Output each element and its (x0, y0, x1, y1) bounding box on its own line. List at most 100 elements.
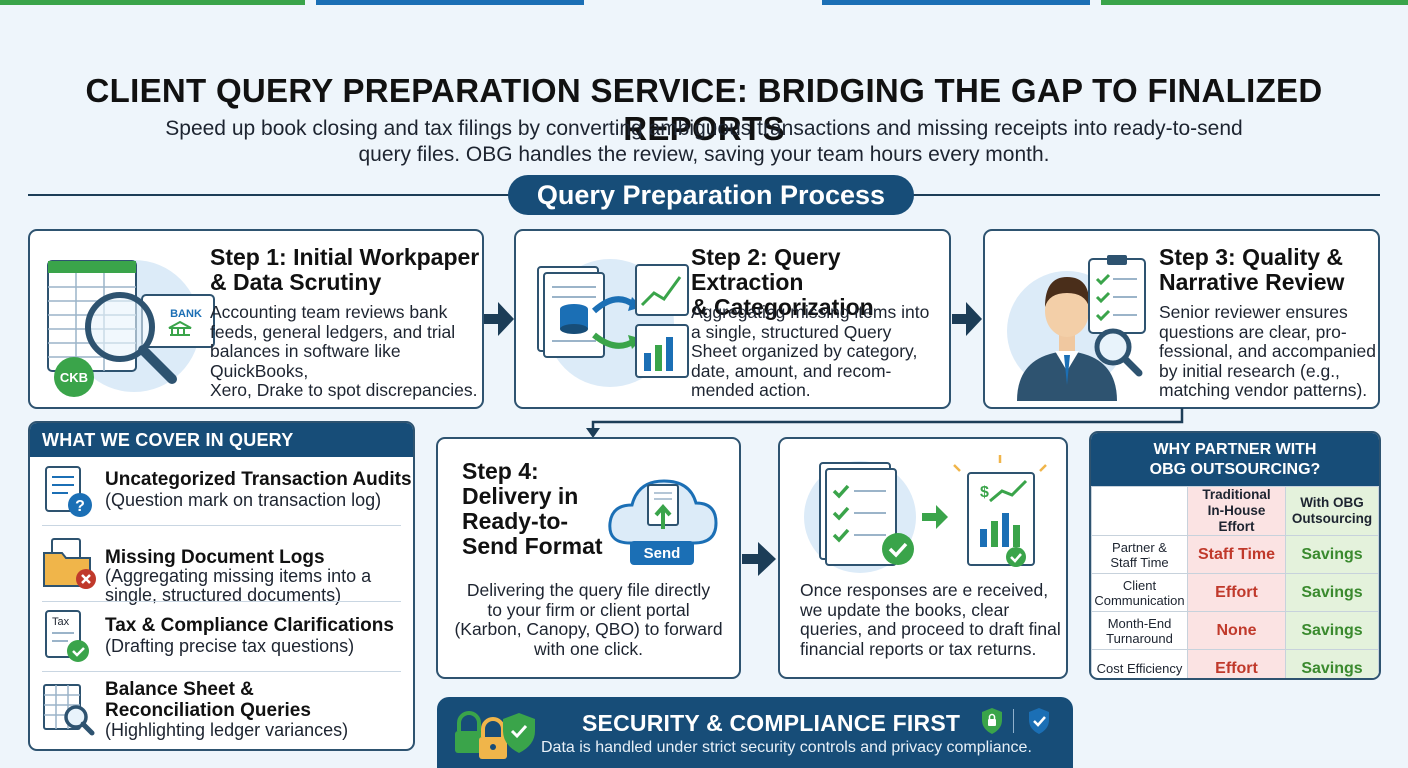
step-2-card: Step 2: Query Extraction & Categorizatio… (514, 229, 951, 409)
row-label-line: Partner & (1112, 539, 1167, 555)
security-title: SECURITY & COMPLIANCE FIRST (582, 710, 961, 736)
step-3-title-line-2: Narrative Review (1159, 269, 1345, 295)
icon-separator (1013, 709, 1014, 733)
traditional-cell: Effort (1187, 573, 1286, 612)
step-3-body-line: by initial research (e.g., (1159, 360, 1340, 381)
step-4-title-line: Send Format (462, 533, 603, 559)
row-label-line: Turnaround (1106, 630, 1173, 646)
data-flow-icon (537, 259, 689, 387)
coverage-item-desc-line: (Question mark on transaction log) (105, 490, 382, 510)
step-5-body-line: Once responses are e received, (800, 580, 1049, 600)
obg-cell: Savings (1285, 611, 1379, 650)
subtitle-line-1: Speed up book closing and tax filings by… (165, 117, 1243, 140)
step-1-body-line: feeds, general ledgers, and trial (210, 321, 456, 342)
step-5-body-line: we update the books, clear (800, 599, 1010, 620)
coverage-item-desc-line: (Aggregating missing items into a (105, 566, 372, 586)
step-4-title: Step 4: Delivery in Ready-to- Send Forma… (462, 459, 603, 559)
section-divider-right (912, 194, 1380, 196)
spreadsheet-search-icon (43, 684, 95, 736)
reviewer-icon (1007, 255, 1146, 401)
coverage-item-title: Balance Sheet & Reconciliation Queries (105, 679, 311, 721)
checklist-to-report-icon: $ (804, 455, 1047, 573)
row-label-line: Staff Time (1110, 554, 1169, 570)
section-pill: Query Preparation Process (508, 175, 914, 215)
folder-missing-icon (43, 538, 96, 589)
table-row: Cost Efficiency Effort Savings (1091, 649, 1379, 678)
step-3-body-line: fessional, and accompanied (1159, 341, 1376, 361)
step-2-body-line: date, amount, and recom- (691, 360, 892, 381)
coverage-item: Balance Sheet & Reconciliation Queries (… (30, 677, 413, 749)
coverage-item-desc: (Highlighting ledger variances) (105, 721, 405, 740)
step-2-body-line: Aggregating missing items into (691, 302, 930, 322)
coverage-heading: WHAT WE COVER IN QUERY PREPARATION (30, 423, 413, 484)
step-3-title: Step 3: Quality & Narrative Review (1159, 245, 1344, 295)
coverage-item-title-line: Reconciliation Queries (105, 700, 311, 721)
step-1-body-line: balances in software like QuickBooks, (210, 341, 401, 381)
step-4-title-line: Step 4: (462, 458, 539, 484)
step-1-body-line: Xero, Drake to spot discrepancies. (210, 380, 478, 400)
coverage-item-title-line: Balance Sheet & (105, 679, 254, 700)
step-4-body-line: to your firm or client portal (487, 599, 690, 620)
connector-step3-to-step4 (586, 408, 1184, 438)
row-label-line: Cost Efficiency (1096, 661, 1183, 676)
step-2-title: Step 2: Query Extraction & Categorizatio… (691, 245, 949, 320)
step-4-body-line: Delivering the query file directly (466, 580, 711, 600)
step-5-body-line: financial reports or tax returns. (800, 638, 1037, 659)
step-2-body-line: Sheet organized by category, (691, 341, 918, 361)
question-doc-icon: ? (45, 466, 92, 517)
shield-lock-icon (982, 708, 1002, 734)
step-2-body-line: mended action. (691, 380, 811, 400)
step-2-title-line-1: Step 2: Query Extraction (691, 244, 841, 295)
step-2-title-line-2: & Categorization (691, 294, 874, 320)
step-4-title-line: Delivery in (462, 483, 579, 509)
coverage-panel: WHAT WE COVER IN QUERY PREPARATION ? Unc… (28, 421, 415, 751)
subtitle-line-2: query files. OBG handles the review, sav… (358, 143, 1050, 166)
comparison-heading-line-2: OBG OUTSOURCING? (1149, 461, 1321, 478)
header-obg: With OBG Outsourcing (1285, 486, 1379, 536)
step-4-card: Step 4: Delivery in Ready-to- Send Forma… (436, 437, 741, 679)
security-text: Data is handled under strict security co… (541, 739, 1032, 756)
section-divider-left (28, 194, 510, 196)
traditional-cell: None (1187, 611, 1286, 650)
traditional-cell: Staff Time (1187, 535, 1286, 574)
ckb-label: CKB (60, 370, 88, 385)
step-3-body-line: Senior reviewer ensures (1159, 302, 1348, 322)
step-1-title: Step 1: Initial Workpaper & Data Scrutin… (210, 245, 479, 295)
step-4-title-line: Ready-to- (462, 508, 569, 534)
step-4-body-line: (Karbon, Canopy, QBO) to forward (454, 619, 723, 639)
comparison-heading: WHY PARTNER WITH OBG OUTSOURCING? (1091, 433, 1379, 486)
coverage-item: ? Uncategorized Transaction Audits (Ques… (30, 465, 413, 537)
step-2-body-line: a single, structured Query (691, 321, 892, 342)
comparison-table: Traditional In-House Effort With OBG Out… (1091, 486, 1379, 678)
row-label: Partner &Staff Time (1091, 535, 1188, 574)
traditional-cell: Effort (1187, 649, 1286, 678)
step-3-body-line: matching vendor patterns). (1159, 380, 1368, 400)
step-3-body-line: questions are clear, pro- (1159, 321, 1347, 342)
cloud-send-icon: Send (608, 479, 718, 565)
shield-check-icon (1029, 708, 1049, 734)
comparison-panel: WHY PARTNER WITH OBG OUTSOURCING? Tradit… (1089, 431, 1381, 680)
svg-text:$: $ (980, 484, 989, 501)
ledger-magnifier-icon: BANK CKB (47, 260, 215, 397)
svg-text:?: ? (75, 498, 85, 515)
row-label-line: Month-End (1107, 615, 1172, 631)
header-traditional-line: Traditional (1202, 487, 1271, 502)
step-5-body-line: queries, and proceed to draft final (800, 619, 1061, 639)
coverage-item-desc: (Question mark on transaction log) (105, 491, 405, 510)
step-4-body-line: with one click. (534, 638, 643, 659)
step-3-description: Senior reviewer ensures questions are cl… (1159, 302, 1376, 401)
top-accent-bar-green-right (1101, 0, 1408, 5)
row-label-line: Client (1122, 577, 1157, 593)
arrow-step1-to-step2 (484, 302, 514, 336)
coverage-item: Missing Document Logs (Aggregating missi… (30, 533, 413, 605)
coverage-item-desc: (Aggregating missing items into a single… (105, 567, 405, 605)
tax-check-icon: Tax (45, 610, 89, 662)
step-1-title-line-2: & Data Scrutiny (210, 269, 382, 295)
step-5-description: Once responses are e received, we update… (800, 580, 1061, 659)
header-traditional-line: In-House Effort (1207, 503, 1266, 534)
bank-label: BANK (170, 308, 202, 320)
top-accent-bar-green-left (0, 0, 305, 5)
step-3-card: Step 3: Quality & Narrative Review Senio… (983, 229, 1380, 409)
coverage-item-title: Uncategorized Transaction Audits (105, 469, 412, 490)
